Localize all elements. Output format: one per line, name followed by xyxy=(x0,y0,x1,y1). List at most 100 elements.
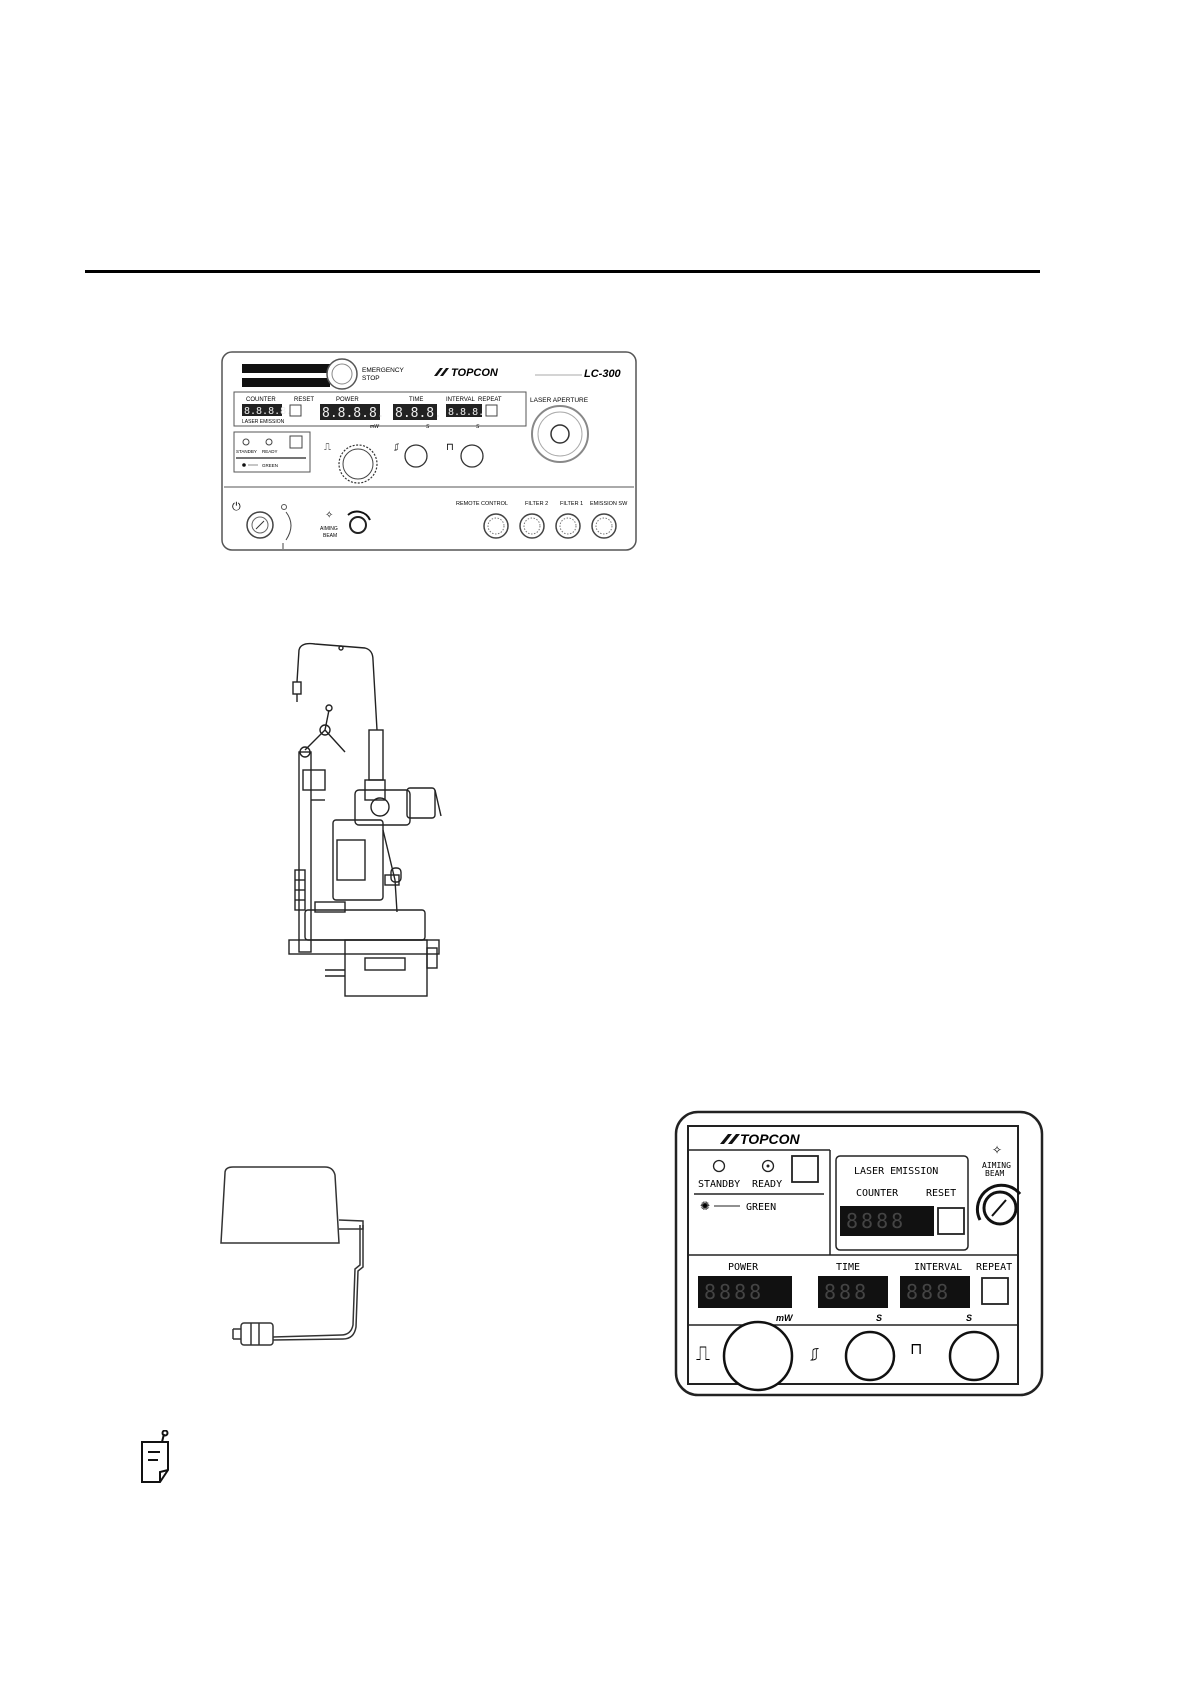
svg-text:TOPCON: TOPCON xyxy=(740,1131,801,1147)
power-unit: mW xyxy=(370,424,380,430)
laser-aperture-label: LASER APERTURE xyxy=(530,397,589,404)
emission-sw-label: EMISSION SW xyxy=(590,501,628,507)
svg-text:8.8.8.: 8.8.8. xyxy=(395,406,442,421)
ready-button[interactable] xyxy=(289,435,303,449)
time-unit: S xyxy=(426,424,430,430)
counter-label: COUNTER xyxy=(246,397,276,403)
remote-control-connector[interactable] xyxy=(483,513,509,539)
interval-label: INTERVAL xyxy=(446,397,475,403)
green-label: GREEN xyxy=(746,1202,776,1213)
power-label: POWER xyxy=(336,397,359,403)
standby-label: STANDBY xyxy=(698,1179,740,1190)
indicator-bar xyxy=(242,364,330,373)
time-unit: S xyxy=(876,1313,882,1323)
interval-unit: S xyxy=(476,424,480,430)
time-display xyxy=(818,1276,888,1308)
power-label: POWER xyxy=(728,1262,759,1273)
aiming-beam-icon: ✧ xyxy=(325,510,333,521)
time-label: TIME xyxy=(836,1262,860,1273)
section-rule xyxy=(85,270,1040,273)
foot-switch-illustration xyxy=(220,1166,364,1346)
emission-sw-connector[interactable] xyxy=(591,513,617,539)
filter2-connector[interactable] xyxy=(519,513,545,539)
svg-text:LC-300: LC-300 xyxy=(584,368,622,380)
emergency-stop-button[interactable] xyxy=(326,358,358,390)
interval-unit: S xyxy=(966,1313,972,1323)
main-console-illustration: EMERGENCY STOP TOPCON LC-300 COUNTER RES… xyxy=(221,351,637,551)
key-switch[interactable] xyxy=(246,511,274,539)
green-laser-icon: ✺ xyxy=(700,1199,710,1213)
topcon-logo: TOPCON xyxy=(434,367,499,379)
power-pulse-icon: ⎍ xyxy=(324,442,331,453)
interval-display xyxy=(446,404,482,417)
svg-text:TOPCON: TOPCON xyxy=(451,367,499,379)
time-knob[interactable] xyxy=(844,1330,896,1382)
remote-control-panel-illustration: TOPCON STANDBY READY ✺ GREEN LASER EMISS… xyxy=(674,1110,1044,1397)
counter-label: COUNTER xyxy=(856,1188,899,1199)
svg-text:888: 888 xyxy=(824,1280,869,1304)
aiming-beam-knob[interactable] xyxy=(975,1183,1022,1226)
reset-button[interactable] xyxy=(289,404,302,417)
repeat-button[interactable] xyxy=(981,1277,1009,1305)
beam-label: BEAM xyxy=(323,533,337,539)
time-label: TIME xyxy=(409,397,423,403)
power-symbol-icon: ⏻ xyxy=(232,501,241,513)
laser-emission-label: LASER EMISSION xyxy=(854,1166,938,1177)
filter1-label: FILTER 1 xyxy=(560,501,583,507)
topcon-logo: TOPCON xyxy=(720,1131,801,1147)
filter1-connector[interactable] xyxy=(555,513,581,539)
time-display xyxy=(393,404,437,420)
aiming-label: AIMING xyxy=(320,526,338,532)
interval-pulse-icon: ⊓ xyxy=(446,442,454,453)
time-pulse-icon: ⎎ xyxy=(394,442,399,453)
reset-label: RESET xyxy=(294,397,314,403)
laser-emission-label: LASER EMISSION xyxy=(242,419,285,425)
aiming-label: AIMING xyxy=(982,1161,1011,1170)
interval-knob[interactable] xyxy=(460,444,484,468)
ready-label: READY xyxy=(752,1179,782,1190)
interval-label: INTERVAL xyxy=(914,1262,962,1273)
key-arc xyxy=(285,511,292,541)
note-icon xyxy=(141,1430,169,1483)
aiming-beam-knob[interactable] xyxy=(347,510,371,534)
power-display xyxy=(320,404,380,420)
ready-indicator-icon xyxy=(761,1159,775,1173)
slit-lamp-delivery-illustration xyxy=(288,642,442,997)
stop-label: STOP xyxy=(362,375,380,382)
power-display xyxy=(698,1276,792,1308)
repeat-button[interactable] xyxy=(485,404,498,417)
standby-indicator-icon xyxy=(242,438,250,446)
green-laser-icon xyxy=(242,463,246,467)
emergency-label: EMERGENCY xyxy=(362,367,405,374)
svg-text:888: 888 xyxy=(906,1280,951,1304)
interval-pulse-icon: ⊓ xyxy=(910,1341,922,1358)
time-pulse-icon: ⎎ xyxy=(810,1344,819,1364)
ready-label: READY xyxy=(262,449,278,454)
power-unit: mW xyxy=(776,1313,794,1323)
power-knob[interactable] xyxy=(338,444,378,484)
power-pulse-icon: ⎍ xyxy=(696,1343,710,1365)
power-knob[interactable] xyxy=(722,1320,794,1392)
green-label: GREEN xyxy=(262,463,278,468)
counter-display xyxy=(840,1206,934,1236)
time-knob[interactable] xyxy=(404,444,428,468)
off-position-icon xyxy=(281,504,287,510)
laser-aperture xyxy=(531,405,589,463)
svg-text:8888: 8888 xyxy=(704,1280,764,1304)
repeat-label: REPEAT xyxy=(478,397,502,403)
interval-knob[interactable] xyxy=(948,1330,1000,1382)
svg-text:8.8.8.8.: 8.8.8.8. xyxy=(244,406,292,417)
repeat-label: REPEAT xyxy=(976,1262,1012,1273)
svg-text:8.8.8.8.: 8.8.8.8. xyxy=(322,406,385,421)
filter2-label: FILTER 2 xyxy=(525,501,548,507)
reset-label: RESET xyxy=(926,1188,956,1199)
standby-indicator-icon xyxy=(712,1159,726,1173)
standby-label: STANDBY xyxy=(236,449,257,454)
ready-button[interactable] xyxy=(791,1155,819,1183)
svg-text:8.8.8.: 8.8.8. xyxy=(448,407,484,418)
model-logo: LC-300 xyxy=(535,368,622,380)
reset-button[interactable] xyxy=(937,1207,965,1235)
beam-label: BEAM xyxy=(985,1169,1004,1178)
ready-indicator-icon xyxy=(265,438,273,446)
interval-display xyxy=(900,1276,970,1308)
